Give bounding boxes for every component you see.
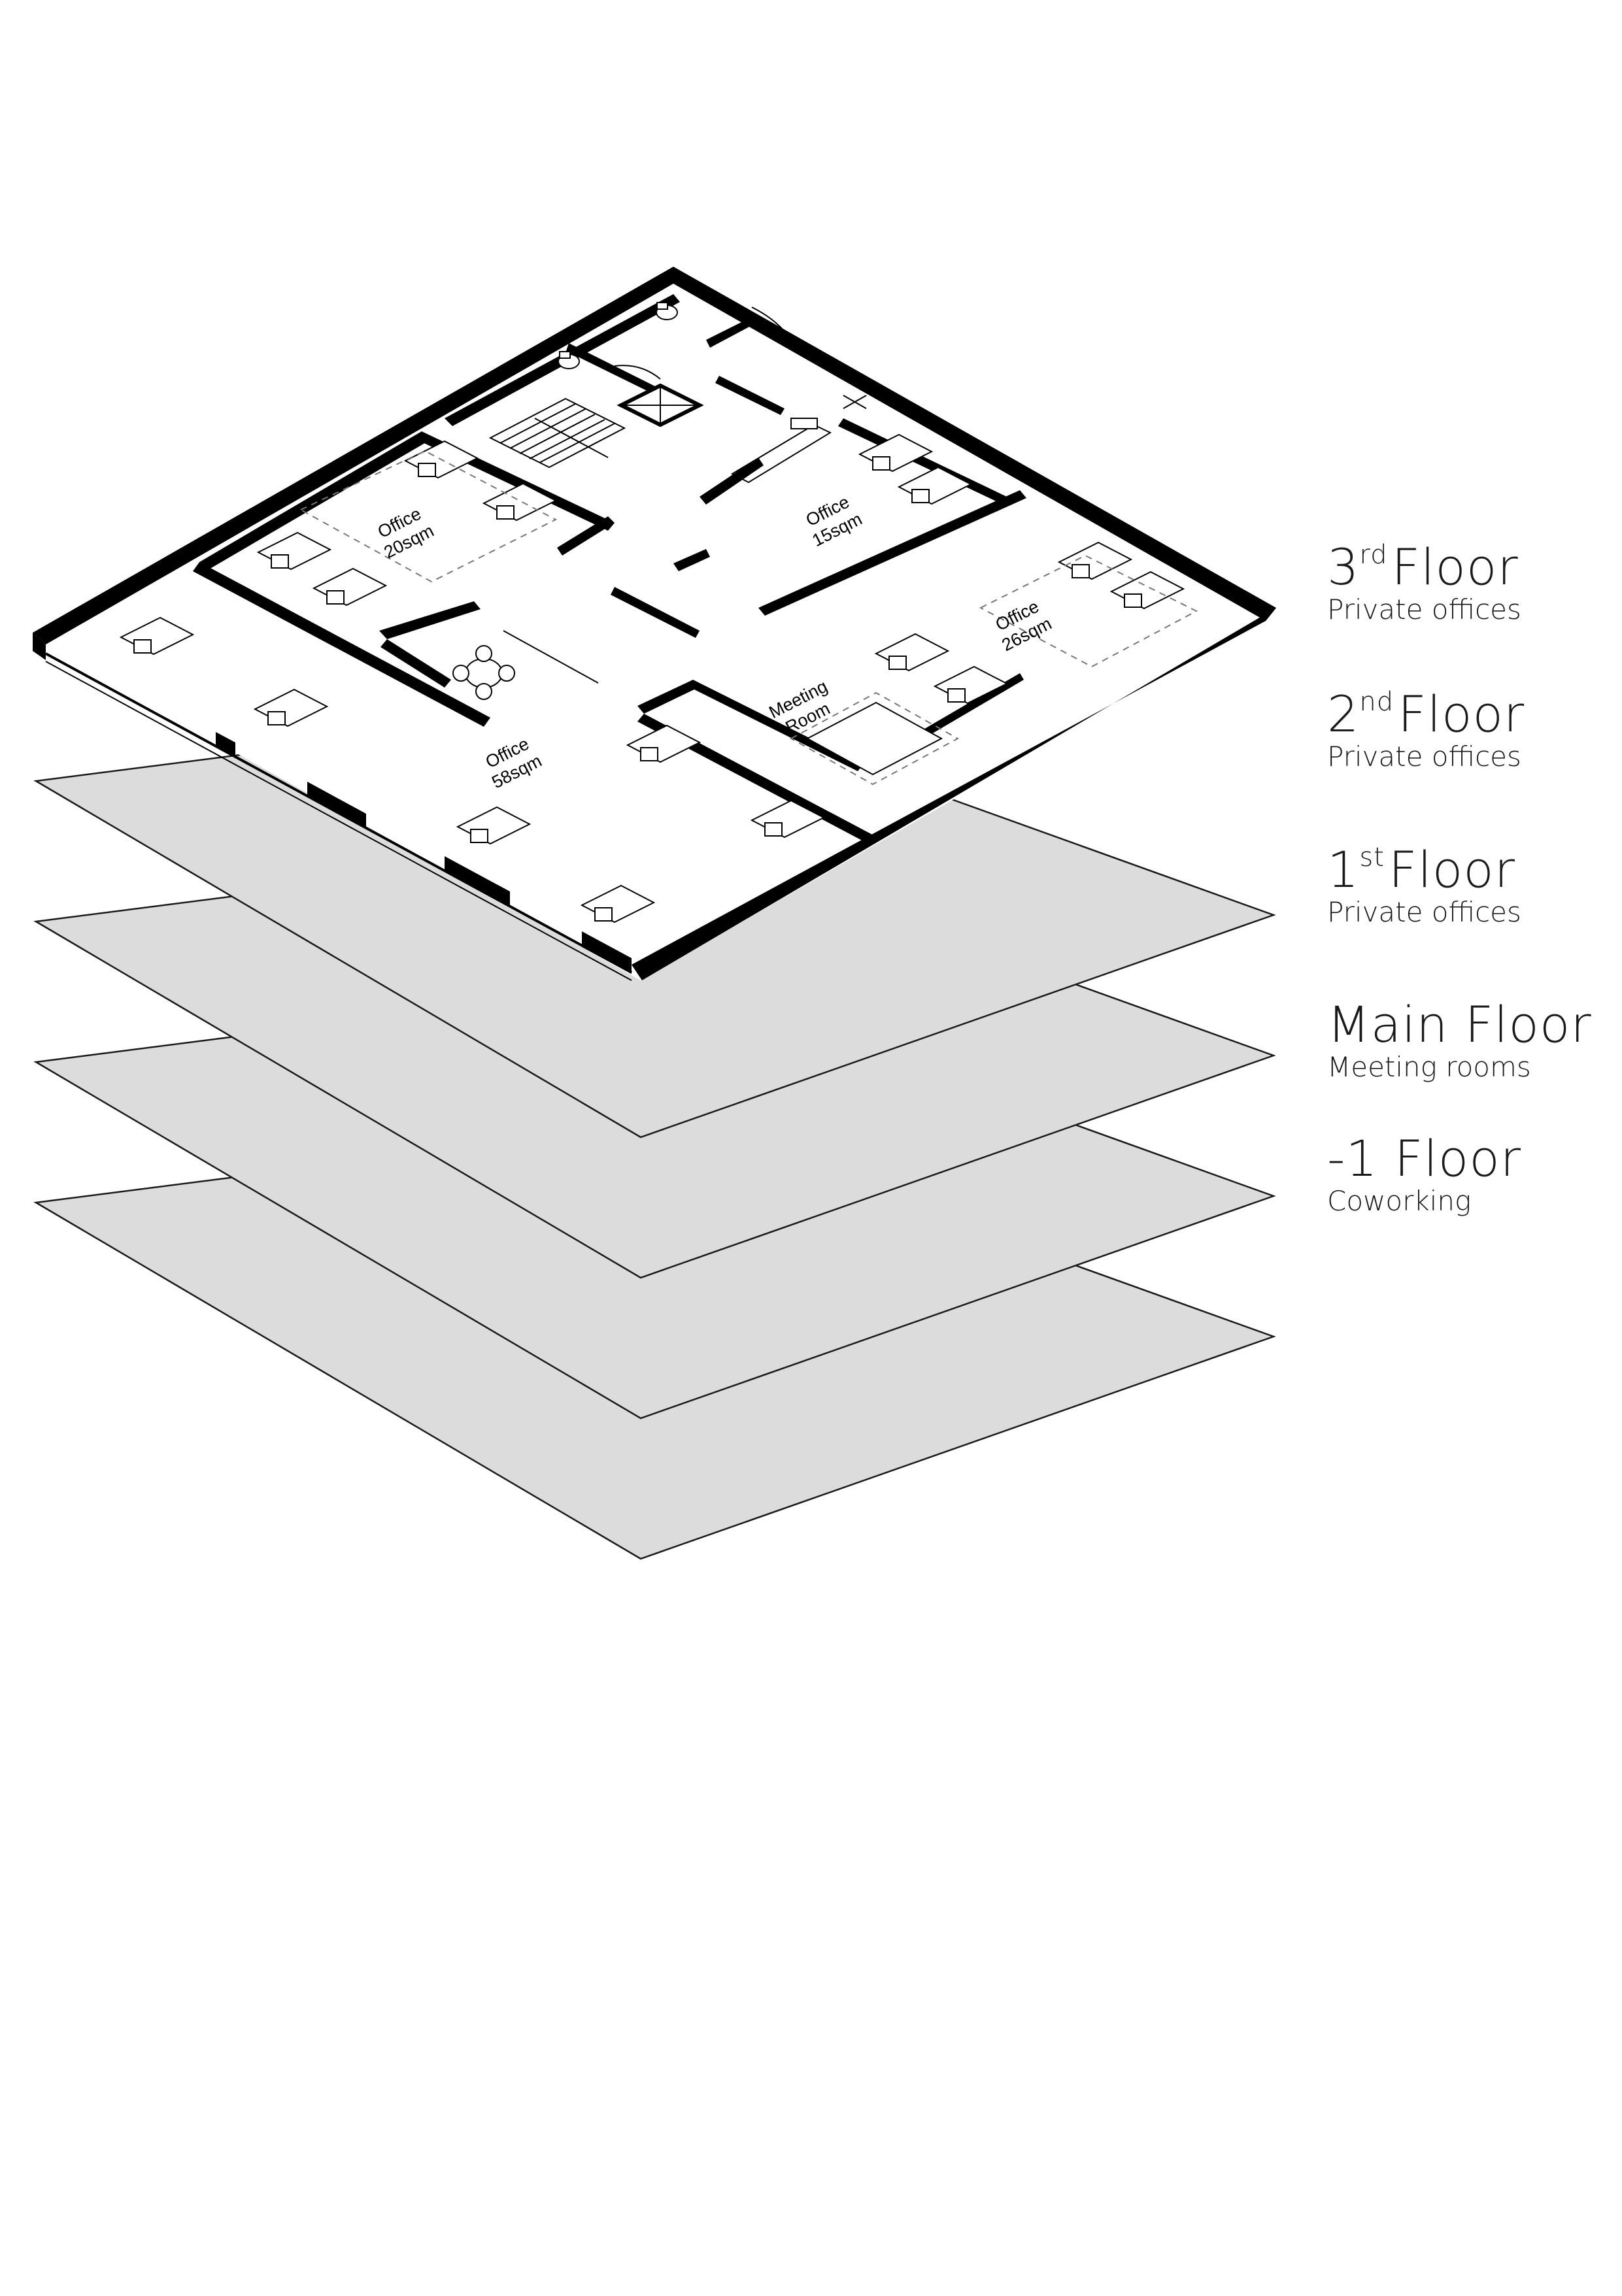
legend-suffix: rd <box>1359 540 1388 570</box>
facade-pier <box>216 732 235 756</box>
staircase <box>488 397 626 469</box>
wall-office-20-south <box>199 431 431 570</box>
legend-floor: Floor <box>1391 538 1519 596</box>
wall-wc-partition <box>706 320 749 348</box>
facade-pier <box>582 931 632 974</box>
facade-window-line <box>45 661 632 981</box>
legend-suffix: st <box>1359 842 1385 873</box>
wall-meeting-south <box>637 714 876 844</box>
legend-prefix: 1 <box>1327 840 1360 899</box>
legend-subtitle: Private offices <box>1327 740 1521 773</box>
legend-item-2nd-floor: 2ndFloor Private offices <box>1327 687 1525 773</box>
legend-floor: Main Floor <box>1327 995 1592 1054</box>
facade-pier <box>445 856 510 907</box>
kitchenette <box>730 395 867 484</box>
legend-prefix: 3 <box>1327 538 1360 596</box>
wall-meeting-north <box>688 680 863 771</box>
legend-subtitle: Private offices <box>1327 896 1521 928</box>
legend-title: -1 Floor <box>1327 1134 1521 1184</box>
legend-item-main-floor: Main Floor Meeting rooms <box>1327 1000 1592 1082</box>
wall-corridor-divider <box>611 587 700 638</box>
facade-pier <box>307 782 366 829</box>
wall-core <box>715 376 785 415</box>
wall-office-15-corner <box>673 549 710 571</box>
legend-floor: Floor <box>1388 840 1515 899</box>
furniture <box>119 433 1185 923</box>
legend-title: 1stFloor <box>1327 842 1521 895</box>
wall-meeting-west <box>637 680 698 714</box>
exterior-wall-north-east <box>673 267 1276 621</box>
wall-wc-block <box>566 343 660 395</box>
legend-title: 2ndFloor <box>1327 687 1525 739</box>
meeting-table <box>789 691 960 786</box>
legend-prefix: 2 <box>1327 685 1360 743</box>
wall-office-20-north <box>557 516 615 556</box>
wall-office-15-south <box>758 490 1026 616</box>
legend-subtitle: Coworking <box>1327 1185 1472 1217</box>
legend-title: Main Floor <box>1327 1000 1592 1050</box>
legend-item-minus-1-floor: -1 Floor Coworking <box>1327 1134 1521 1216</box>
exterior-wall-north-west <box>33 267 673 644</box>
wall-lounge-south <box>380 639 451 688</box>
wall-lounge <box>379 601 481 639</box>
legend-subtitle: Meeting rooms <box>1327 1051 1531 1083</box>
exterior-wall-south-east <box>632 608 1276 980</box>
wall-west-corridor <box>193 562 490 727</box>
legend-suffix: nd <box>1359 687 1394 717</box>
floor-plan-3rd: Office 20sqm Office 15sqm Office 26sqm O… <box>33 267 1276 981</box>
toilet-block <box>558 302 792 380</box>
lounge-table <box>452 630 599 700</box>
legend-floor: -1 Floor <box>1327 1129 1522 1188</box>
legend-item-3rd-floor: 3rdFloor Private offices <box>1327 542 1521 625</box>
exterior-wall-south-west <box>33 633 46 660</box>
legend-title: 3rdFloor <box>1327 542 1521 592</box>
legend-subtitle: Private offices <box>1327 593 1521 625</box>
wall-office-15-west <box>700 458 764 505</box>
legend-floor: Floor <box>1398 685 1525 743</box>
legend-item-1st-floor: 1stFloor Private offices <box>1327 842 1521 928</box>
office-20-zone <box>299 450 558 583</box>
office-26-zone <box>979 554 1198 668</box>
lift-shaft <box>617 383 704 427</box>
